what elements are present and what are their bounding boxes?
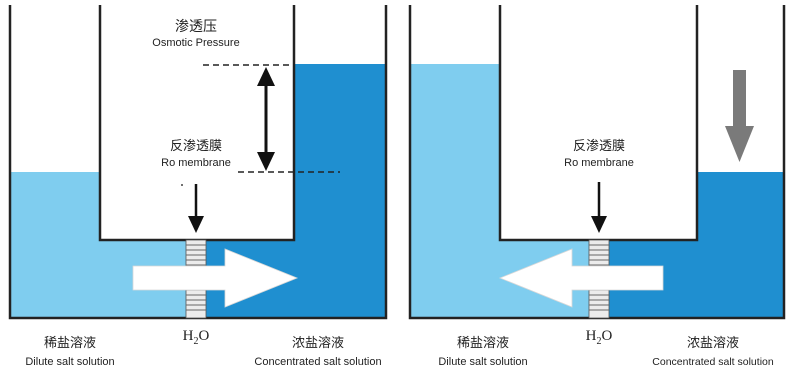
left-membrane-label-en: Ro membrane [161,157,231,169]
left-dilute-label-cn: 稀盐溶液 [44,336,96,351]
left-dilute-solution [10,172,196,318]
left-flow-arrow [132,248,299,308]
right-panel: 反渗透膜 Ro membrane H2O 稀盐溶液 Dilute salt so… [408,5,786,368]
left-concentrated-solution [206,64,386,318]
dot-mark [181,184,183,186]
right-membrane-label-en: Ro membrane [564,157,634,169]
right-concentrated-label-en: Concentrated salt solution [652,356,774,368]
osmotic-pressure-label-cn: 渗透压 [175,19,217,35]
applied-pressure-arrow [725,70,754,162]
left-membrane-label-cn: 反渗透膜 [170,139,222,154]
right-water-label: H2O [586,328,613,347]
right-membrane-label-cn: 反渗透膜 [573,139,625,154]
left-concentrated-label-en: Concentrated salt solution [254,356,381,368]
left-membrane-pointer-arrow [188,184,204,233]
left-dilute-label-en: Dilute salt solution [25,356,114,368]
right-flow-arrow [498,248,664,308]
right-concentrated-label-cn: 浓盐溶液 [687,336,739,351]
left-water-label: H2O [183,328,210,347]
left-concentrated-label-cn: 浓盐溶液 [292,336,344,351]
left-panel: 渗透压 Osmotic Pressure 反渗透膜 Ro membrane H2… [8,5,388,368]
right-dilute-label-en: Dilute salt solution [438,356,527,368]
right-membrane-pointer-arrow [591,182,607,233]
right-dilute-label-cn: 稀盐溶液 [457,336,509,351]
osmotic-pressure-label-en: Osmotic Pressure [152,37,239,49]
osmotic-pressure-double-arrow [257,67,275,171]
